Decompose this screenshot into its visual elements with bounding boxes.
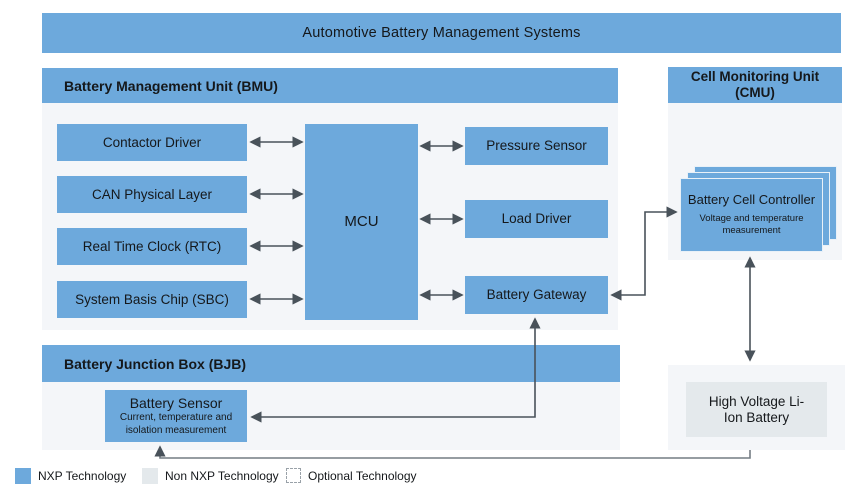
- block-label: Pressure Sensor: [486, 138, 587, 154]
- block-label: Battery Sensor: [129, 394, 223, 411]
- block-label: CAN Physical Layer: [91, 186, 213, 202]
- block-pressure-sensor: Pressure Sensor: [465, 127, 608, 165]
- legend-item-nxp: NXP Technology: [15, 468, 126, 484]
- block-can-physical-layer: CAN Physical Layer: [57, 176, 247, 213]
- block-high-voltage-li-ion-battery: High Voltage Li-Ion Battery: [686, 382, 827, 437]
- block-label: System Basis Chip (SBC): [75, 291, 229, 307]
- diagram-title: Automotive Battery Management Systems: [302, 25, 581, 41]
- block-contactor-driver: Contactor Driver: [57, 124, 247, 161]
- legend-label: Optional Technology: [308, 468, 417, 483]
- block-label: MCU: [344, 213, 379, 231]
- block-sublabel: Current, temperature and isolation measu…: [119, 412, 233, 436]
- legend-item-non-nxp: Non NXP Technology: [142, 468, 279, 484]
- block-label: Load Driver: [501, 211, 572, 227]
- block-label: Battery Gateway: [486, 287, 587, 303]
- legend-label: Non NXP Technology: [165, 469, 279, 483]
- non-nxp-technology-swatch-icon: [142, 468, 158, 484]
- diagram-title-banner: Automotive Battery Management Systems: [42, 13, 841, 53]
- block-sublabel: Voltage and temperature measurement: [699, 213, 804, 236]
- optional-technology-swatch-icon: [286, 468, 301, 483]
- arrow-gateway-cell-controller: [610, 206, 678, 301]
- block-battery-sensor: Battery Sensor Current, temperature and …: [105, 390, 247, 442]
- block-real-time-clock: Real Time Clock (RTC): [57, 228, 247, 265]
- cmu-panel-header: Cell Monitoring Unit (CMU): [668, 67, 842, 103]
- block-label: Real Time Clock (RTC): [82, 238, 222, 254]
- legend-item-optional: Optional Technology: [286, 468, 417, 483]
- bjb-panel-header: Battery Junction Box (BJB): [42, 345, 620, 382]
- block-mcu: MCU: [305, 124, 418, 320]
- legend-label: NXP Technology: [38, 469, 127, 483]
- block-label: Battery Cell Controller: [687, 192, 816, 208]
- cmu-title: Cell Monitoring Unit (CMU): [690, 68, 820, 100]
- block-battery-gateway: Battery Gateway: [465, 276, 608, 314]
- nxp-technology-swatch-icon: [15, 468, 31, 484]
- bmu-panel-header: Battery Management Unit (BMU): [42, 68, 618, 103]
- block-label: Contactor Driver: [102, 134, 202, 150]
- block-label: High Voltage Li-Ion Battery: [708, 393, 805, 425]
- bmu-title: Battery Management Unit (BMU): [64, 77, 278, 94]
- block-system-basis-chip: System Basis Chip (SBC): [57, 281, 247, 318]
- bjb-title: Battery Junction Box (BJB): [64, 355, 247, 372]
- block-battery-cell-controller: Battery Cell Controller Voltage and temp…: [680, 178, 823, 252]
- block-load-driver: Load Driver: [465, 200, 608, 238]
